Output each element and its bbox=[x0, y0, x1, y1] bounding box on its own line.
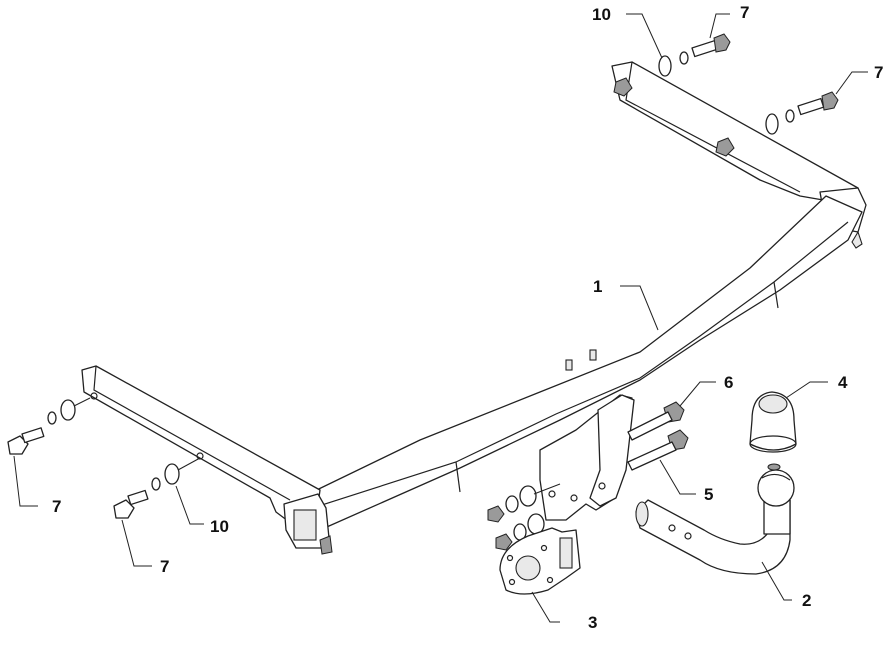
bolt-part-5 bbox=[627, 429, 689, 471]
label-part-3: 3 bbox=[588, 613, 597, 632]
left-bolt-group bbox=[7, 397, 91, 455]
ball-cover-part-4 bbox=[749, 391, 797, 471]
label-part-1: 1 bbox=[593, 277, 602, 296]
leader-lines bbox=[13, 13, 868, 623]
right-bolt-group bbox=[765, 91, 839, 135]
label-part-7-bottom: 7 bbox=[160, 557, 169, 576]
label-part-6: 6 bbox=[724, 373, 733, 392]
tow-ball-neck-part-2 bbox=[635, 469, 795, 575]
label-part-5: 5 bbox=[704, 485, 713, 504]
label-part-7-topright: 7 bbox=[874, 63, 883, 82]
label-part-10-bottom: 10 bbox=[210, 517, 229, 536]
label-part-4: 4 bbox=[838, 373, 848, 392]
top-bolt-group bbox=[658, 33, 731, 77]
label-part-10-top: 10 bbox=[592, 5, 611, 24]
centre-bracket bbox=[539, 394, 635, 521]
bolt-part-6 bbox=[627, 401, 685, 441]
nuts-and-washers bbox=[487, 483, 561, 551]
bottom-left-bolt-group bbox=[113, 457, 201, 519]
crossbar-part-1 bbox=[81, 61, 867, 555]
label-part-7-left: 7 bbox=[52, 497, 61, 516]
label-part-2: 2 bbox=[802, 591, 811, 610]
label-part-7-top: 7 bbox=[740, 3, 749, 22]
socket-plate-part-3 bbox=[499, 527, 581, 595]
